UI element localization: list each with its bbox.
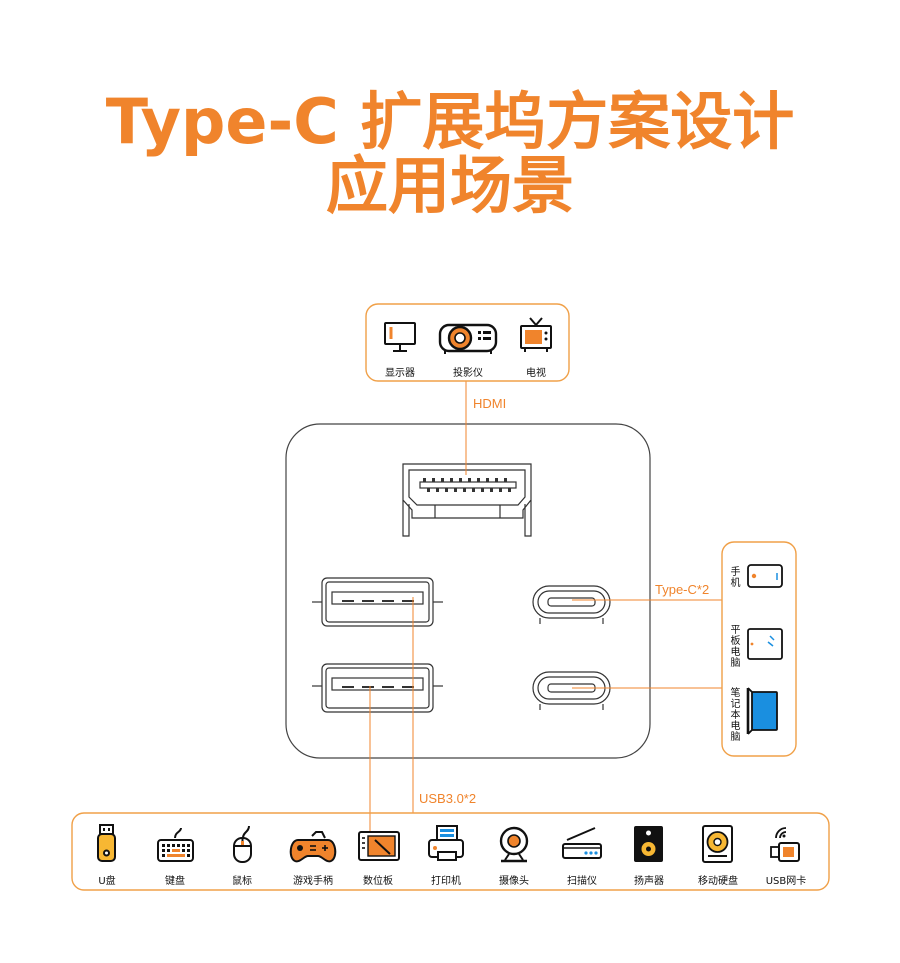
typec-device-box — [721, 541, 797, 757]
usb-connector-label: USB3.0*2 — [419, 791, 477, 806]
tablet-label: 平板电脑 — [728, 624, 739, 668]
usb-drive-icon — [97, 824, 116, 862]
phone-icon — [747, 564, 783, 588]
usb-a-port-1-pins — [342, 600, 414, 602]
gamepad-icon — [289, 831, 337, 863]
speaker-icon — [634, 826, 663, 862]
typec-connector-label: Type-C*2 — [655, 582, 710, 597]
hdmi-pins — [423, 478, 511, 492]
monitor-label: 显示器 — [385, 368, 415, 379]
projector-icon — [438, 323, 498, 354]
laptop-icon — [746, 687, 778, 735]
webcam-icon — [499, 826, 529, 863]
connection-lines — [369, 381, 722, 832]
scanner-label: 扫描仪 — [567, 876, 597, 887]
hdmi-port — [402, 463, 532, 537]
page-title-line2: 应用场景 — [325, 149, 574, 222]
type-c-port-1 — [532, 585, 611, 624]
hard-drive-icon — [702, 825, 733, 863]
usb-wifi-icon — [770, 827, 800, 862]
tv-icon — [520, 317, 552, 352]
usb-wifi-label: USB网卡 — [765, 876, 807, 887]
usb-device-box — [71, 812, 830, 891]
phone-label: 手机 — [728, 566, 739, 588]
speaker-label: 扬声器 — [634, 876, 664, 887]
printer-label: 打印机 — [431, 876, 461, 887]
gamepad-label: 游戏手柄 — [293, 876, 333, 887]
tablet-icon — [747, 628, 783, 660]
mouse-icon — [233, 825, 252, 863]
mouse-label: 鼠标 — [232, 876, 252, 887]
usb-a-port-1 — [312, 577, 443, 627]
webcam-label: 摄像头 — [499, 876, 529, 887]
keyboard-label: 键盘 — [165, 876, 185, 887]
drawing-tablet-icon — [358, 831, 400, 861]
printer-icon — [428, 825, 464, 861]
hdmi-device-box — [365, 303, 570, 382]
page-title-line1: Type-C 扩展坞方案设计 — [105, 85, 795, 158]
hdmi-connector-label: HDMI — [473, 396, 507, 411]
laptop-label: 笔记本电脑 — [728, 687, 739, 742]
hard-drive-label: 移动硬盘 — [698, 876, 738, 887]
monitor-icon — [384, 322, 416, 352]
tv-label: 电视 — [526, 368, 546, 379]
scanner-icon — [562, 827, 602, 859]
usb-a-port-2 — [312, 663, 443, 713]
projector-label: 投影仪 — [453, 368, 483, 379]
drawing-tablet-label: 数位板 — [363, 876, 393, 887]
usb-drive-label: U盘 — [98, 876, 116, 887]
keyboard-icon — [157, 827, 194, 862]
usb-a-port-2-pins — [342, 686, 414, 688]
dock-body — [285, 423, 651, 759]
